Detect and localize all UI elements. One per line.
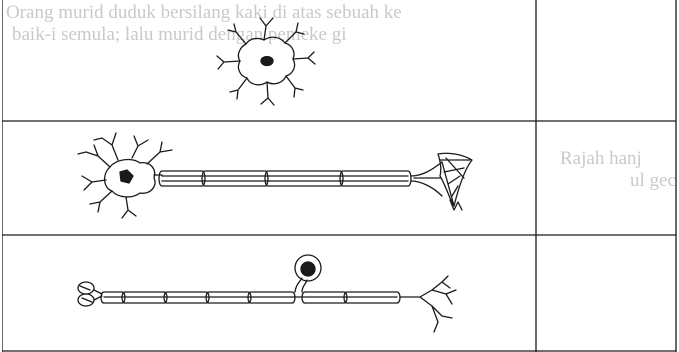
answer-cell-2[interactable] bbox=[537, 123, 675, 234]
answer-cell-1[interactable] bbox=[537, 2, 675, 120]
answer-cell-3[interactable] bbox=[537, 237, 675, 350]
neuron-diagram-1 bbox=[217, 18, 315, 105]
cell-nucleus bbox=[120, 170, 133, 183]
nucleus bbox=[261, 57, 273, 66]
neuron-diagram-2 bbox=[78, 133, 472, 218]
neuron-diagram-3 bbox=[78, 255, 456, 332]
sensory-cell-body bbox=[301, 262, 315, 276]
